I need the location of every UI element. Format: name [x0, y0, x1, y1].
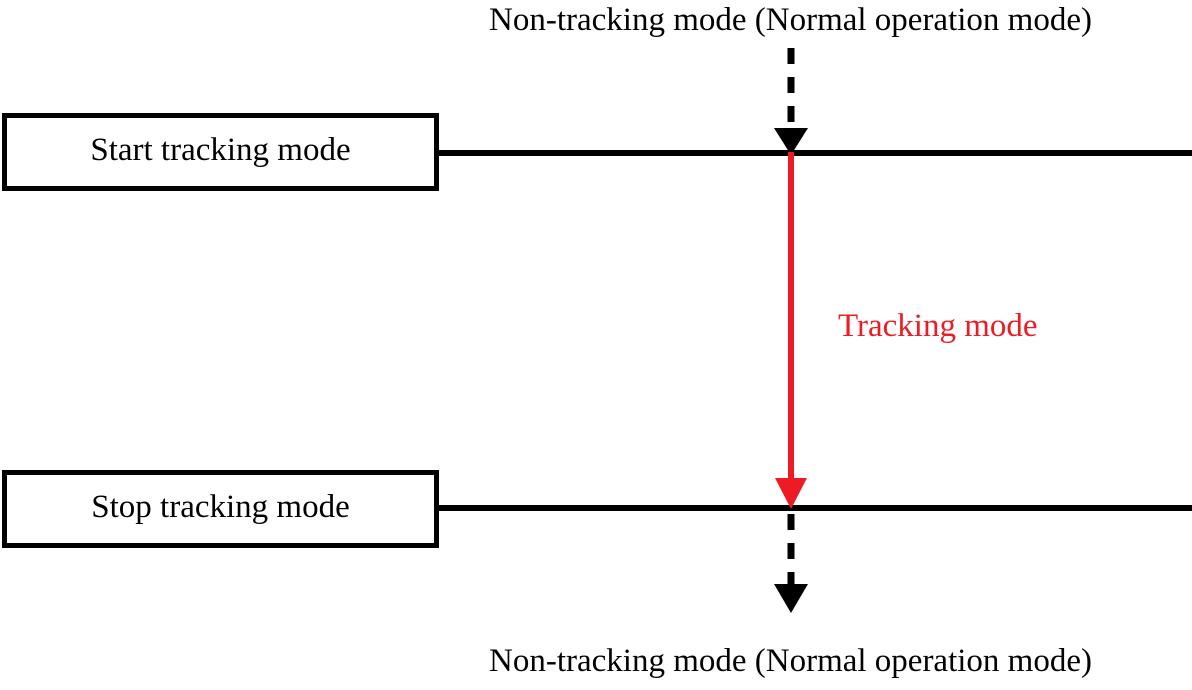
tracking-mode-label: Tracking mode [838, 308, 1038, 344]
start-tracking-mode-box: Start tracking mode [2, 113, 439, 191]
start-tracking-mode-label: Start tracking mode [90, 131, 351, 168]
bottom-mode-label: Non-tracking mode (Normal operation mode… [489, 643, 1092, 679]
stop-signal-line [439, 505, 1192, 511]
start-signal-line [439, 150, 1192, 156]
exit-tracking-arrow-head [774, 584, 808, 613]
top-mode-label: Non-tracking mode (Normal operation mode… [489, 2, 1092, 38]
tracking-span-arrow [775, 152, 807, 509]
exit-tracking-arrow [774, 514, 808, 613]
stop-tracking-mode-label: Stop tracking mode [91, 488, 350, 525]
enter-tracking-arrow [774, 48, 808, 155]
stop-tracking-mode-box: Stop tracking mode [2, 470, 439, 548]
